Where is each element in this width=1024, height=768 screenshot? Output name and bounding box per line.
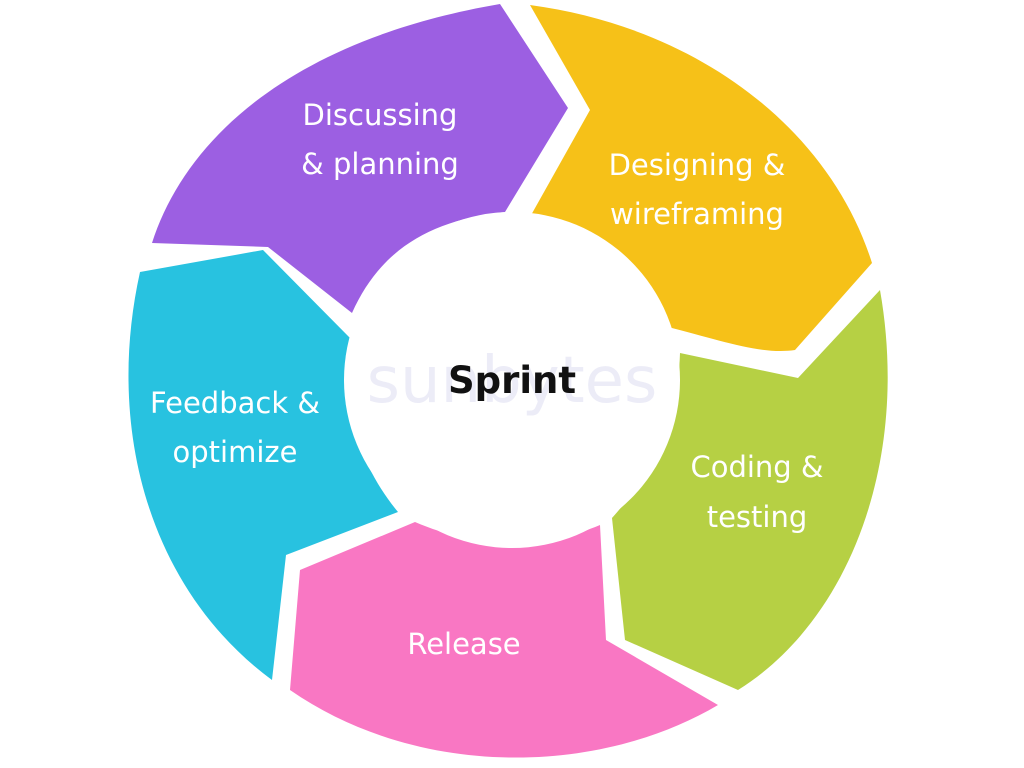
segment-label-designing-line-2: wireframing — [610, 197, 784, 231]
segment-label-discussing-line-2: & planning — [301, 147, 459, 181]
segment-label-discussing-line-1: Discussing — [303, 98, 458, 132]
segment-release — [290, 522, 718, 758]
segment-coding — [612, 290, 888, 690]
segment-label-designing-line-1: Designing & — [609, 148, 786, 182]
segment-label-release: Release — [407, 627, 520, 661]
segment-designing — [530, 5, 872, 351]
segment-label-coding-line-2: testing — [707, 500, 808, 534]
watermark-text: sunbytes — [367, 344, 658, 418]
center-title: Sprint — [448, 359, 576, 402]
center-circle — [344, 212, 680, 548]
segment-label-coding-line-1: Coding & — [690, 450, 823, 484]
segment-label-feedback-line-1: Feedback & — [150, 386, 320, 420]
segment-feedback — [128, 250, 399, 680]
segment-discussing — [152, 4, 568, 313]
segment-label-feedback-line-2: optimize — [173, 435, 298, 469]
